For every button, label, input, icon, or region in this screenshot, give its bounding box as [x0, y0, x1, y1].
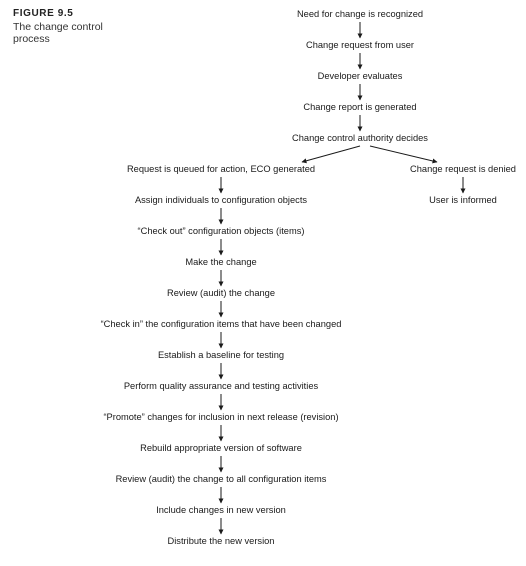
- branch-arrow-denied: [369, 145, 438, 164]
- step-include-changes: Include changes in new version: [156, 505, 286, 515]
- step-user-informed: User is informed: [429, 195, 497, 205]
- step-change-report: Change report is generated: [303, 102, 417, 112]
- step-authority-decides: Change control authority decides: [292, 133, 428, 143]
- step-make-change: Make the change: [185, 257, 257, 267]
- step-rebuild-version: Rebuild appropriate version of software: [140, 443, 302, 453]
- step-need-for-change: Need for change is recognized: [296, 9, 424, 19]
- step-request-denied: Change request is denied: [410, 164, 516, 174]
- step-request-queued: Request is queued for action, ECO genera…: [126, 164, 316, 174]
- step-change-request: Change request from user: [305, 40, 415, 50]
- figure-title: The change control process: [13, 21, 103, 45]
- step-developer-evaluates: Developer evaluates: [317, 71, 403, 81]
- figure-caption: FIGURE 9.5 The change control process: [13, 8, 103, 45]
- step-check-out: “Check out” configuration objects (items…: [137, 226, 305, 236]
- figure-number: FIGURE 9.5: [13, 8, 74, 19]
- step-establish-baseline: Establish a baseline for testing: [157, 350, 285, 360]
- step-assign-individuals: Assign individuals to configuration obje…: [134, 195, 308, 205]
- step-quality-assurance: Perform quality assurance and testing ac…: [123, 381, 319, 391]
- step-review-change: Review (audit) the change: [166, 288, 276, 298]
- step-promote-changes: “Promote” changes for inclusion in next …: [103, 412, 339, 422]
- step-check-in: “Check in” the configuration items that …: [100, 319, 342, 329]
- step-review-all-items: Review (audit) the change to all configu…: [115, 474, 327, 484]
- branch-arrow-approved: [301, 145, 361, 164]
- step-distribute-version: Distribute the new version: [167, 536, 275, 546]
